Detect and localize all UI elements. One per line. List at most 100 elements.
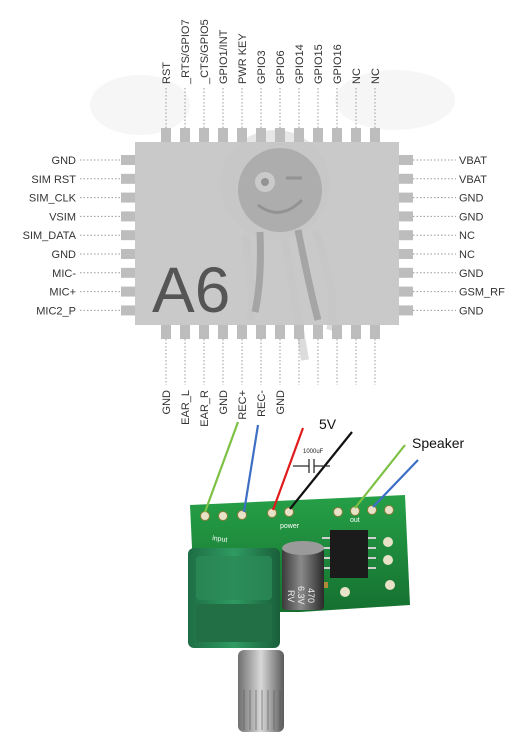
left-pin [121,305,135,316]
top-pin-label: GPIO6 [275,50,287,84]
power-label: 5V [319,416,337,432]
left-pin [121,249,135,259]
top-pin-label: GPIO3 [256,50,268,84]
top-pin-label: RST [161,62,173,84]
speaker-label: Speaker [412,435,464,451]
top-pin [351,128,361,142]
left-pin-label: VSIM [49,211,76,223]
top-pin-label: _RTS/GPIO7 [180,19,192,85]
left-pin [121,267,135,278]
capacitor-symbol [293,459,330,473]
amplifier-ic [330,530,368,578]
bottom-pin [294,325,304,339]
chip-name: A6 [152,254,230,326]
bottom-pin [351,325,361,339]
right-pin [399,173,413,184]
right-pin-label: GND [459,211,484,223]
top-pin [237,128,247,142]
bottom-pin-label: GND [161,390,173,415]
left-pin [121,192,135,203]
bottom-pin [332,325,342,339]
pot-shaft [238,650,284,732]
silk-power: power [280,523,300,530]
cap-voltage-label: 6.3V [296,586,306,605]
bottom-pin [275,325,285,339]
right-pin-label: GND [459,305,484,317]
top-pin [180,128,190,142]
wire-rec-plus [203,421,240,513]
ic-legs [322,537,376,569]
connection-wires [203,421,419,513]
top-pin [256,128,266,142]
left-pin [121,230,135,241]
silk-out: out [350,517,360,524]
top-pin [275,128,285,142]
right-pin-label: NC [459,230,475,242]
top-pin [161,128,171,142]
bottom-pin [199,325,209,339]
top-pin-label: NC [351,68,363,84]
left-pin [121,286,135,297]
top-pin-label: NC [370,68,382,84]
bottom-pin [237,325,247,339]
bottom-pin [256,325,266,339]
right-pin [399,305,413,316]
left-pin-label: MIC- [52,268,76,280]
right-pin [399,211,413,222]
wire-5v [271,427,305,511]
wire-speaker-minus [372,459,419,508]
bottom-pin-label: REC+ [237,390,249,420]
bottom-pin-label: EAR_L [180,390,192,425]
top-pin [294,128,304,142]
wire-gnd [289,431,353,510]
right-pin-label: VBAT [459,174,487,186]
right-pin [399,249,413,259]
right-pin-label: GND [459,268,484,280]
left-pin-label: MIC2_P [36,305,76,317]
right-pin [399,267,413,278]
left-pin-label: SIM_CLK [29,193,77,205]
right-pin-label: NC [459,249,475,261]
left-pin [121,173,135,184]
top-pin-label: PWR KEY [237,33,249,84]
bottom-pin [161,325,171,339]
right-pin [399,230,413,241]
top-pin [370,128,380,142]
right-pin [399,155,413,165]
bottom-pin-label: EAR_R [199,390,211,427]
right-pin [399,192,413,203]
bottom-pin [370,325,380,339]
top-pin [332,128,342,142]
right-pin-label: GND [459,193,484,205]
shaft-knurl [243,690,281,730]
bottom-pin [218,325,228,339]
left-pin [121,211,135,222]
bottom-pin [180,325,190,339]
bottom-pin-label: GND [275,390,287,415]
top-pin-label: _CTS/GPIO5 [199,19,211,85]
header-pads [200,505,394,521]
top-pin-label: GPIO1/INT [218,29,230,84]
bottom-pin [313,325,323,339]
chip-mascot-face [238,148,322,321]
silk-input: input [212,535,228,544]
cap-series-label: RV [286,590,296,602]
top-pin-group: RST _RTS/GPIO7 _CTS/GPIO5 GPIO1/INT PWR KEY G… [161,19,382,142]
top-pin-label: GPIO16 [332,44,344,84]
potentiometer-base [196,604,272,642]
capacitor-value: 1000uF [303,449,324,455]
left-pin [121,155,135,165]
right-pin-label: VBAT [459,155,487,167]
chip-body [135,142,399,325]
potentiometer-cap [196,556,272,600]
top-pin-label: GPIO15 [313,44,325,84]
top-pin [313,128,323,142]
wire-speaker-plus [354,444,406,509]
top-pin-label: GPIO14 [294,44,306,84]
top-pin [199,128,209,142]
